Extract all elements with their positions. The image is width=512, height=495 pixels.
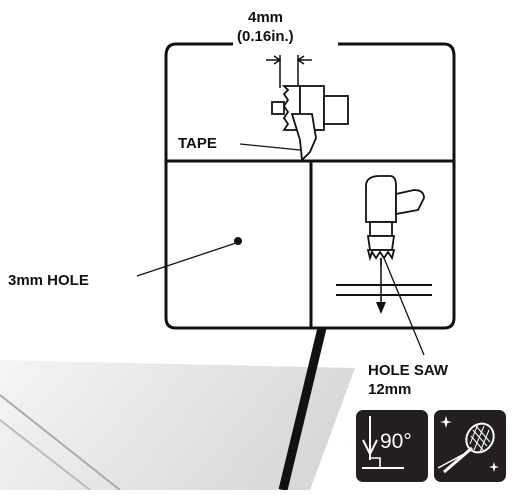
dimension-mm-label: 4mm [248, 9, 284, 26]
mounting-surface [0, 360, 355, 490]
drill-direction-arrow [376, 302, 386, 314]
dimension-in-label: (0.16in.) [237, 28, 294, 45]
hole-saw-leader [383, 257, 425, 356]
dimension-arrow-left [266, 55, 282, 65]
angle-label: 90° [380, 430, 412, 453]
tape-leader [239, 143, 301, 151]
hole-label: 3mm HOLE [8, 272, 89, 289]
hole-saw-label: HOLE SAW [368, 362, 449, 379]
surface-edge-line-2 [0, 419, 91, 491]
drill-bit-with-tape [271, 85, 349, 162]
pole-line [278, 326, 327, 492]
hole-leader [136, 242, 237, 277]
hole-saw-size-label: 12mm [368, 381, 412, 398]
perpendicular-90-degree-icon: 90° [356, 410, 428, 482]
tape-label: TAPE [178, 135, 217, 152]
clean-surface-icon [434, 410, 506, 482]
surface-edge-line [0, 394, 121, 491]
power-drill [365, 175, 425, 266]
dimension-arrow-right [296, 55, 312, 65]
